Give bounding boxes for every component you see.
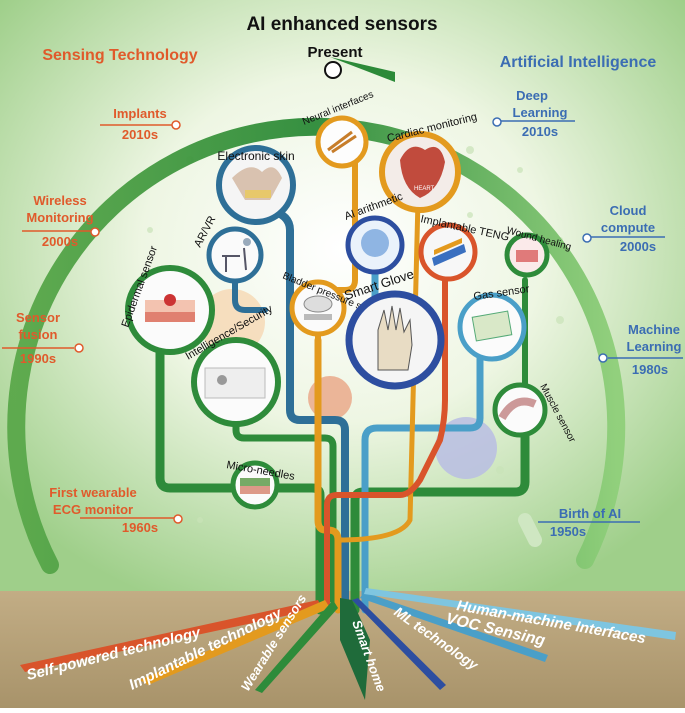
timeline-event: Machine (628, 322, 680, 337)
roots (20, 588, 676, 700)
ai-heading: Artificial Intelligence (500, 54, 657, 71)
timeline-arc (7, 117, 626, 574)
root-self-powered (20, 600, 322, 672)
node-electronic-skin: Electronic skin (216, 145, 296, 225)
timeline-year: 1950s (550, 524, 586, 539)
timeline-year: 1960s (122, 520, 158, 535)
timeline-event: compute (601, 220, 655, 235)
node-implantable-teng: Implantable TENG (418, 213, 510, 282)
timeline-year: 2000s (620, 239, 656, 254)
timeline-year: 1990s (20, 351, 56, 366)
timeline-year: 1980s (632, 362, 668, 377)
root-wearable (255, 600, 338, 693)
right-timeline: Deep Learning 2010s Cloud compute 2000s … (492, 88, 683, 539)
sensing-heading: Sensing Technology (42, 47, 197, 64)
present-label: Present (307, 44, 362, 61)
timeline-event: Implants (113, 106, 166, 121)
timeline-event: Cloud (610, 203, 647, 218)
timeline-year: 2010s (522, 124, 558, 139)
deco-circle (435, 417, 497, 479)
present-marker (324, 61, 342, 79)
root-implantable (140, 600, 330, 685)
root-ml (352, 598, 446, 690)
root-voc (360, 592, 548, 662)
arc-arrowhead (330, 57, 395, 82)
timeline-event: Learning (627, 339, 682, 354)
timeline-event: Learning (513, 105, 568, 120)
timeline-year: 2000s (42, 234, 78, 249)
timeline-event: Sensor (16, 310, 60, 325)
left-timeline: Implants 2010s Wireless Monitoring 2000s… (2, 106, 183, 535)
timeline-event: Wireless (33, 193, 86, 208)
timeline-event: Monitoring (26, 210, 93, 225)
root-hmi (364, 588, 676, 640)
node-gas-sensor: Gas sensor (457, 283, 530, 362)
heart-label: HEART (414, 186, 435, 192)
node-label: Electronic skin (217, 149, 294, 163)
timeline-event: Birth of AI (559, 506, 621, 521)
node-smart-glove: Smart Glove (342, 266, 445, 390)
node-cardiac-monitoring: HEART Cardiac monitoring (379, 111, 478, 213)
timeline-event: ECG monitor (53, 502, 133, 517)
diagram-title: AI enhanced sensors (246, 14, 437, 35)
arc-tail (518, 513, 542, 547)
root-smart-home (340, 598, 370, 700)
timeline-event: First wearable (49, 485, 136, 500)
node-ai-arithmetic: AI arithmetic (343, 190, 405, 275)
timeline-event: Deep (516, 88, 548, 103)
timeline-event: fusion (19, 327, 58, 342)
deco-circle (199, 289, 265, 355)
timeline-year: 2010s (122, 127, 158, 142)
